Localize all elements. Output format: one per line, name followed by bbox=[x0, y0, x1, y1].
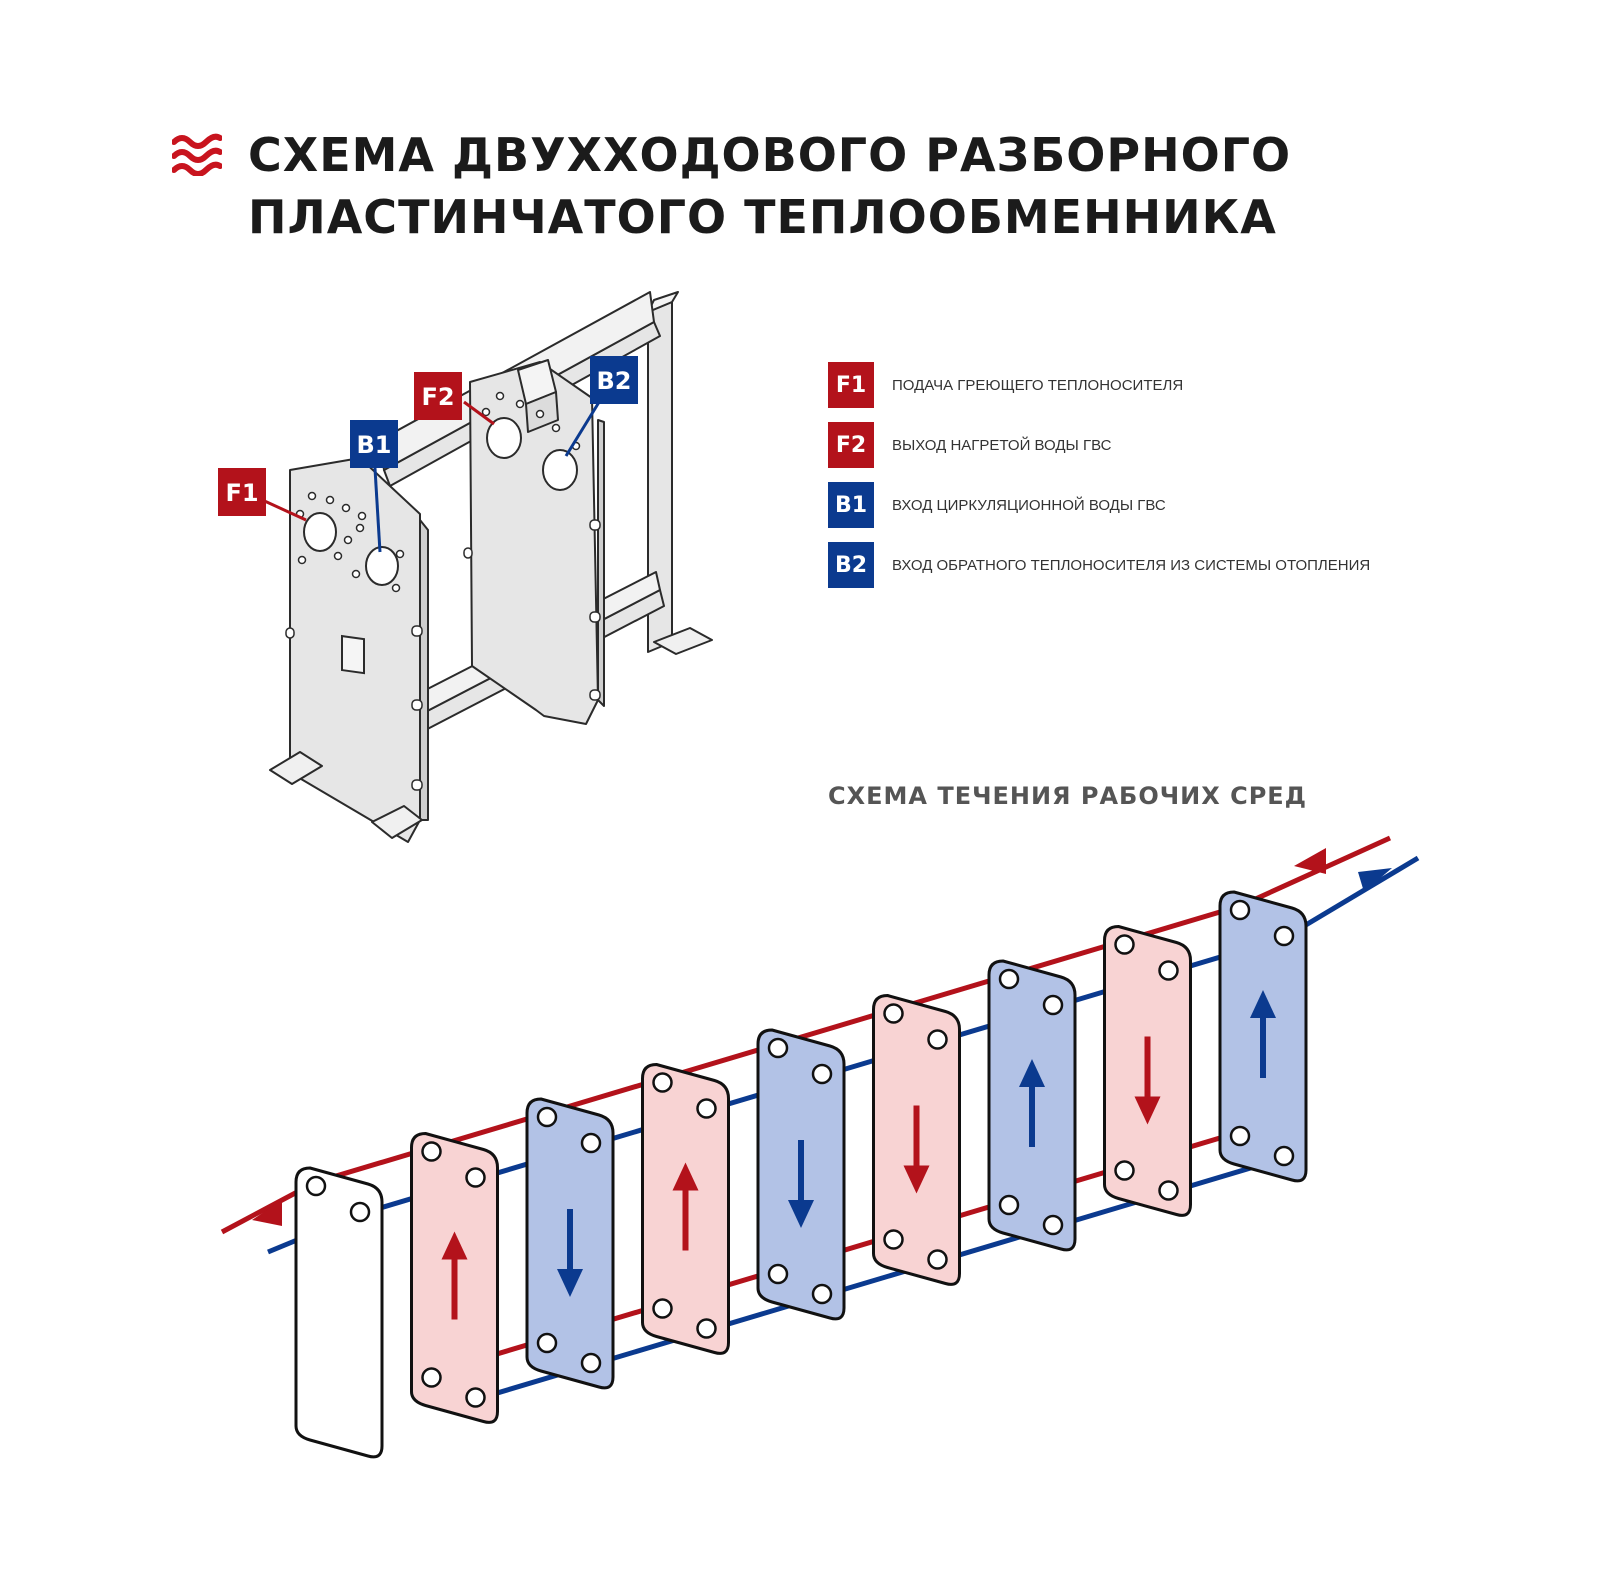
legend-badge-f1: F1 bbox=[828, 362, 874, 408]
plate-2 bbox=[410, 1131, 499, 1424]
plate-port bbox=[811, 1063, 833, 1085]
callout-f2-label: F2 bbox=[421, 383, 454, 411]
plate-port bbox=[421, 1141, 442, 1162]
plate-port bbox=[1229, 1125, 1251, 1147]
port-b2 bbox=[542, 449, 578, 491]
arrow-up-icon bbox=[1250, 990, 1276, 1018]
legend-badge-f2: F2 bbox=[828, 422, 874, 468]
plate-port bbox=[1273, 925, 1295, 947]
plate-port bbox=[767, 1037, 789, 1059]
cold-outlet-arrow-icon bbox=[1358, 868, 1392, 892]
plate-port bbox=[1114, 1160, 1135, 1181]
legend-item-f2: F2 ВЫХОД НАГРЕТОЙ ВОДЫ ГВС bbox=[828, 422, 1111, 468]
title-line-1: СХЕМА ДВУХХОДОВОГО РАЗБОРНОГО bbox=[248, 128, 1292, 182]
plate-port bbox=[811, 1283, 833, 1305]
page-title: СХЕМА ДВУХХОДОВОГО РАЗБОРНОГО ПЛАСТИНЧАТ… bbox=[248, 124, 1291, 248]
leader-b1 bbox=[372, 451, 382, 553]
arrow-up-icon bbox=[672, 1162, 699, 1191]
callout-f1-label: F1 bbox=[225, 479, 258, 507]
plate-port bbox=[1042, 1214, 1064, 1236]
legend-text-f1: ПОДАЧА ГРЕЮЩЕГО ТЕПЛОНОСИТЕЛЯ bbox=[892, 376, 1184, 394]
plate-port bbox=[652, 1072, 673, 1093]
plate-port bbox=[536, 1106, 558, 1128]
plate-port bbox=[1042, 994, 1064, 1016]
leader-b2 bbox=[564, 393, 606, 457]
plate-7 bbox=[987, 959, 1077, 1252]
callout-b1: B1 bbox=[350, 420, 398, 468]
plate-port bbox=[883, 1229, 904, 1250]
legend-badge-b1: B1 bbox=[828, 482, 874, 528]
callout-f1: F1 bbox=[218, 468, 266, 516]
plate-4 bbox=[641, 1062, 730, 1355]
nameplate bbox=[341, 634, 365, 675]
port-f1 bbox=[303, 512, 337, 552]
plate-port bbox=[696, 1098, 717, 1119]
plate-port bbox=[927, 1249, 948, 1270]
leader-f2 bbox=[463, 400, 495, 426]
arrow-down-icon bbox=[1134, 1096, 1161, 1125]
plate-5 bbox=[756, 1028, 846, 1321]
legend-text-f2: ВЫХОД НАГРЕТОЙ ВОДЫ ГВС bbox=[892, 436, 1112, 454]
plate-port bbox=[1158, 1180, 1179, 1201]
port-f2 bbox=[486, 417, 522, 459]
plate-3 bbox=[525, 1097, 615, 1390]
plate-6 bbox=[872, 993, 961, 1286]
arrow-down-icon bbox=[557, 1269, 583, 1297]
arrow-up-icon bbox=[441, 1231, 468, 1260]
plate-port bbox=[696, 1318, 717, 1339]
legend-item-b1: B1 ВХОД ЦИРКУЛЯЦИОННОЙ ВОДЫ ГВС bbox=[828, 482, 1166, 528]
plate-port bbox=[767, 1263, 789, 1285]
plate-port bbox=[1229, 899, 1251, 921]
callout-b2-label: B2 bbox=[597, 367, 632, 395]
hot-inlet-pipe bbox=[1238, 835, 1392, 909]
plate-port bbox=[465, 1167, 486, 1188]
plate-port bbox=[536, 1332, 558, 1354]
plate-port bbox=[1158, 960, 1179, 981]
plate-8 bbox=[1103, 924, 1192, 1217]
plate-port bbox=[580, 1352, 602, 1374]
plate-port bbox=[998, 1194, 1020, 1216]
arrow-up-icon bbox=[1019, 1059, 1045, 1087]
plate-port bbox=[998, 968, 1020, 990]
port-b1 bbox=[365, 546, 399, 586]
legend-text-b2: ВХОД ОБРАТНОГО ТЕПЛОНОСИТЕЛЯ ИЗ СИСТЕМЫ … bbox=[892, 556, 1371, 574]
legend-item-b2: B2 ВХОД ОБРАТНОГО ТЕПЛОНОСИТЕЛЯ ИЗ СИСТЕ… bbox=[828, 542, 1370, 588]
legend-badge-b2: B2 bbox=[828, 542, 874, 588]
plate-port bbox=[1114, 934, 1135, 955]
plate-port bbox=[1273, 1145, 1295, 1167]
plate-port bbox=[652, 1298, 673, 1319]
callout-b1-label: B1 bbox=[357, 431, 392, 459]
plate-port bbox=[305, 1175, 327, 1197]
heat-waves-icon bbox=[172, 133, 222, 176]
plate-port bbox=[349, 1201, 371, 1223]
plate-port bbox=[580, 1132, 602, 1154]
plate-body bbox=[294, 1166, 384, 1459]
plate-port bbox=[883, 1003, 904, 1024]
plate-9 bbox=[1218, 890, 1308, 1183]
legend-text-b1: ВХОД ЦИРКУЛЯЦИОННОЙ ВОДЫ ГВС bbox=[892, 496, 1166, 514]
plate-port bbox=[465, 1387, 486, 1408]
arrow-down-icon bbox=[788, 1200, 814, 1228]
plate-1 bbox=[294, 1166, 384, 1459]
plate-port bbox=[927, 1029, 948, 1050]
arrow-down-icon bbox=[903, 1165, 930, 1194]
plate-port bbox=[421, 1367, 442, 1388]
hot-inlet-arrow-icon bbox=[1294, 848, 1326, 874]
flow-diagram-title: СХЕМА ТЕЧЕНИЯ РАБОЧИХ СРЕД bbox=[828, 782, 1308, 810]
legend-item-f1: F1 ПОДАЧА ГРЕЮЩЕГО ТЕПЛОНОСИТЕЛЯ bbox=[828, 362, 1183, 408]
callout-f2: F2 bbox=[414, 372, 462, 420]
callout-b2: B2 bbox=[590, 356, 638, 404]
title-line-2: ПЛАСТИНЧАТОГО ТЕПЛООБМЕННИКА bbox=[248, 190, 1277, 244]
hot-outlet-arrow-icon bbox=[252, 1200, 282, 1226]
heat-exchanger-illustration: F1 B1 F2 B2 bbox=[218, 291, 713, 843]
